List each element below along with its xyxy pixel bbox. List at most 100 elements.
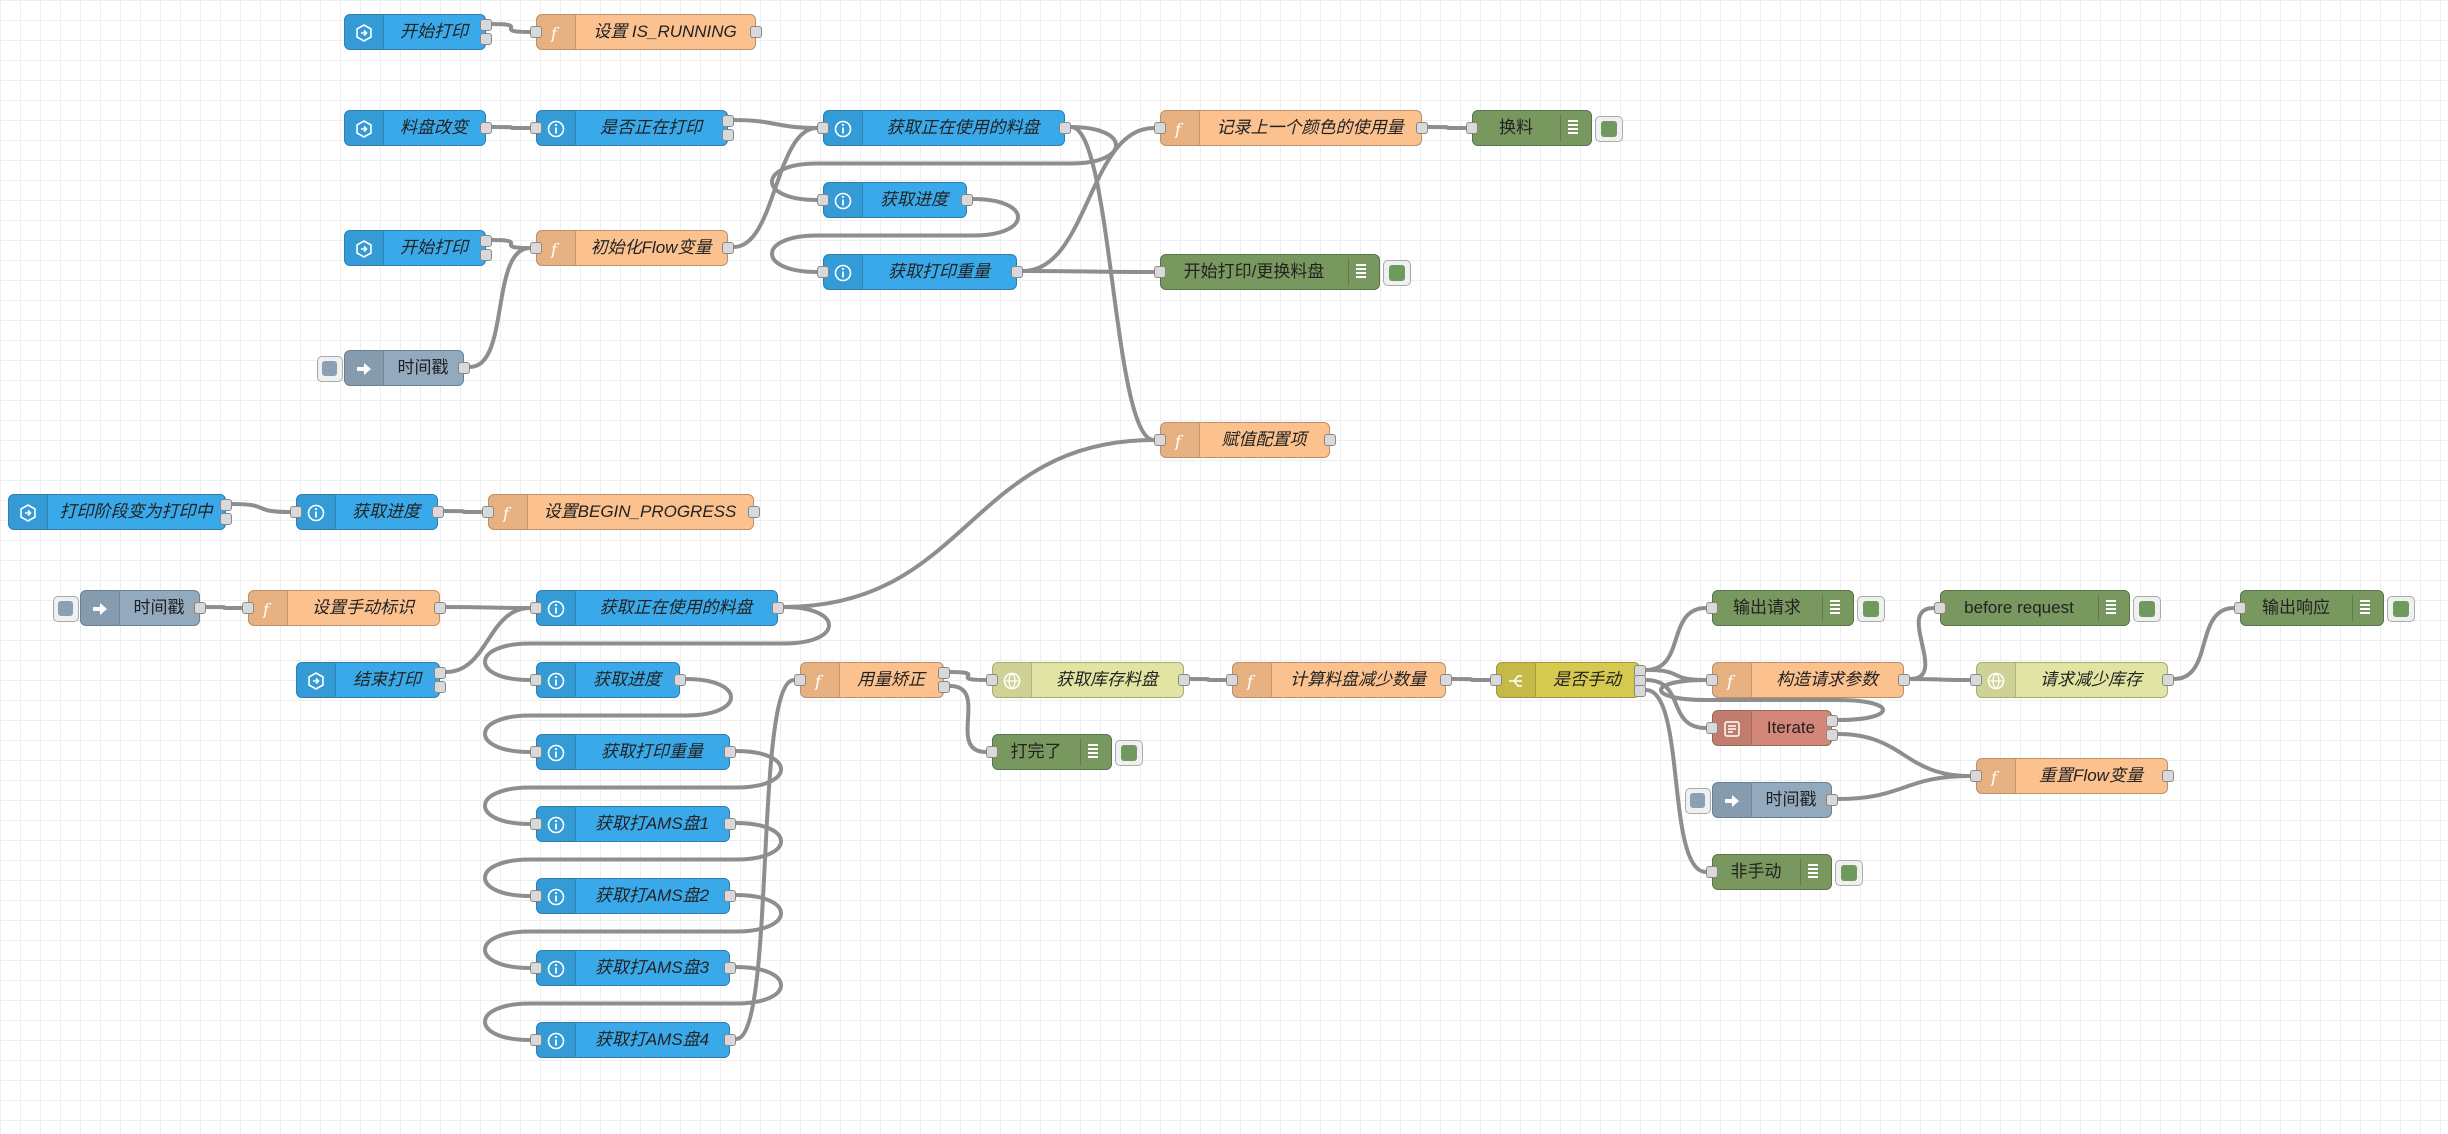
output-port[interactable] (724, 890, 736, 902)
node-info-n32[interactable]: 获取打AMS盘4 (530, 1022, 736, 1058)
node-info-n4[interactable]: 是否正在打印 (530, 110, 734, 146)
debug-toggle-button[interactable] (1383, 260, 1411, 286)
node-debug-n7[interactable]: 换料 (1466, 110, 1623, 146)
input-port[interactable] (1970, 770, 1982, 782)
output-port[interactable] (480, 33, 492, 45)
node-info-n30[interactable]: 获取打AMS盘2 (530, 878, 736, 914)
wire[interactable] (483, 677, 733, 754)
node-debug-n41[interactable]: 输出响应 (2234, 590, 2415, 626)
input-port[interactable] (1934, 602, 1946, 614)
node-info-n11[interactable]: 获取打印重量 (817, 254, 1023, 290)
node-event-n1[interactable]: 开始打印 (344, 14, 492, 50)
input-port[interactable] (1970, 674, 1982, 686)
wire[interactable] (483, 605, 831, 682)
debug-toggle-button[interactable] (1115, 740, 1143, 766)
output-port[interactable] (748, 506, 760, 518)
input-port[interactable] (482, 506, 494, 518)
input-port[interactable] (530, 962, 542, 974)
wire[interactable] (735, 678, 795, 1041)
wire[interactable] (1909, 606, 1935, 681)
wire[interactable] (1659, 678, 1885, 722)
input-port[interactable] (1226, 674, 1238, 686)
output-port[interactable] (938, 681, 950, 693)
node-http-n39[interactable]: 请求减少库存 (1970, 662, 2174, 698)
wire[interactable] (491, 22, 531, 34)
wire[interactable] (1645, 678, 1707, 730)
output-port[interactable] (1059, 122, 1071, 134)
input-port[interactable] (1154, 122, 1166, 134)
wire[interactable] (2173, 606, 2235, 681)
output-port[interactable] (938, 667, 950, 679)
output-port[interactable] (458, 362, 470, 374)
wire[interactable] (491, 125, 531, 130)
input-port[interactable] (1490, 674, 1502, 686)
wire[interactable] (1451, 677, 1491, 682)
wire[interactable] (483, 965, 783, 1042)
output-port[interactable] (432, 506, 444, 518)
output-port[interactable] (2162, 770, 2174, 782)
node-split-n35[interactable]: Iterate (1706, 710, 1838, 746)
wire[interactable] (231, 502, 291, 514)
wire[interactable] (770, 125, 1118, 202)
input-port[interactable] (1706, 674, 1718, 686)
wire[interactable] (1022, 126, 1155, 273)
node-debug-n27[interactable]: 打完了 (986, 734, 1143, 770)
wire[interactable] (1022, 269, 1155, 274)
debug-toggle-button[interactable] (2387, 596, 2415, 622)
node-info-n8[interactable]: 获取进度 (817, 182, 973, 218)
node-inject-n36[interactable]: 时间戳 (1685, 782, 1838, 818)
node-event-n3[interactable]: 料盘改变 (344, 110, 492, 146)
wire[interactable] (445, 606, 531, 674)
wire[interactable] (733, 118, 818, 130)
node-debug-n37[interactable]: 非手动 (1706, 854, 1863, 890)
node-debug-n33[interactable]: 输出请求 (1706, 590, 1885, 626)
node-info-n31[interactable]: 获取打AMS盘3 (530, 950, 736, 986)
input-port[interactable] (1154, 266, 1166, 278)
input-port[interactable] (1706, 866, 1718, 878)
node-event-n15[interactable]: 打印阶段变为打印中 (8, 494, 232, 530)
output-port[interactable] (1898, 674, 1910, 686)
wire[interactable] (1189, 677, 1227, 682)
output-port[interactable] (722, 129, 734, 141)
output-port[interactable] (674, 674, 686, 686)
node-event-n21[interactable]: 结束打印 (296, 662, 446, 698)
input-port[interactable] (817, 122, 829, 134)
output-port[interactable] (724, 746, 736, 758)
input-port[interactable] (2234, 602, 2246, 614)
output-port[interactable] (2162, 674, 2174, 686)
output-port[interactable] (724, 1034, 736, 1046)
wire[interactable] (1645, 606, 1707, 672)
output-port[interactable] (724, 962, 736, 974)
wire[interactable] (483, 821, 783, 898)
wire[interactable] (770, 197, 1020, 274)
node-event-n9[interactable]: 开始打印 (344, 230, 492, 266)
wire[interactable] (949, 670, 987, 682)
wire[interactable] (783, 438, 1155, 609)
output-port[interactable] (434, 602, 446, 614)
output-port[interactable] (480, 235, 492, 247)
output-port[interactable] (750, 26, 762, 38)
debug-toggle-button[interactable] (2133, 596, 2161, 622)
input-port[interactable] (530, 602, 542, 614)
node-info-n29[interactable]: 获取打AMS盘1 (530, 806, 736, 842)
node-inject-n18[interactable]: 时间戳 (53, 590, 206, 626)
node-debug-n38[interactable]: before request (1934, 590, 2161, 626)
output-port[interactable] (724, 818, 736, 830)
output-port[interactable] (434, 667, 446, 679)
output-port[interactable] (1826, 729, 1838, 741)
output-port[interactable] (772, 602, 784, 614)
output-port[interactable] (480, 122, 492, 134)
output-port[interactable] (1178, 674, 1190, 686)
input-port[interactable] (530, 242, 542, 254)
input-port[interactable] (817, 266, 829, 278)
output-port[interactable] (480, 249, 492, 261)
output-port[interactable] (1324, 434, 1336, 446)
wire[interactable] (1837, 774, 1971, 801)
debug-toggle-button[interactable] (1595, 116, 1623, 142)
output-port[interactable] (1011, 266, 1023, 278)
